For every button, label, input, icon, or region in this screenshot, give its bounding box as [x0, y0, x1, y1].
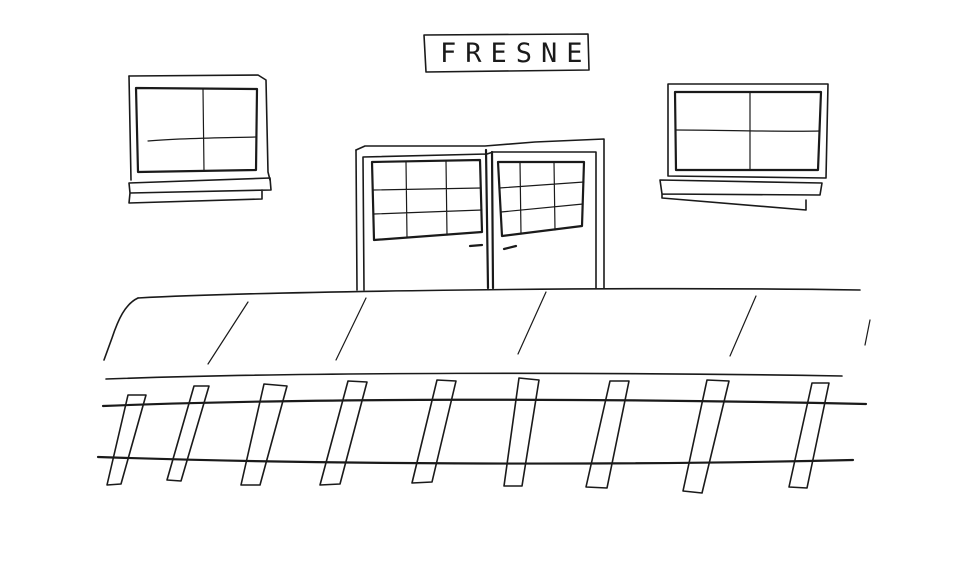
platform [103, 287, 871, 380]
left-window-pane-frame [134, 86, 259, 174]
right-window-pane-frame [673, 90, 823, 172]
sleeper [240, 383, 288, 486]
right-window [659, 83, 829, 211]
sleeper [682, 379, 730, 494]
door-inner-frame [362, 151, 597, 291]
platform-right-edge [864, 319, 871, 346]
station-sign: FRESNE [423, 33, 592, 73]
right-window-mullion-horizontal [675, 129, 821, 132]
rail-near [101, 398, 868, 408]
right-door-window [496, 160, 586, 238]
right-window-sill [659, 179, 823, 211]
track-sleepers [106, 377, 830, 494]
left-window [128, 74, 272, 204]
sleeper [166, 385, 210, 482]
left-window-mullion-vertical [202, 88, 205, 172]
sleeper [411, 379, 457, 484]
platform-left-curve [103, 297, 139, 361]
door-outer-frame [355, 138, 605, 289]
left-window-mullion-horizontal [147, 136, 257, 142]
sleeper [106, 394, 147, 486]
platform-front-edge [105, 372, 843, 380]
platform-slab-joints [207, 291, 757, 365]
sleeper [585, 380, 630, 489]
left-window-outer-frame [128, 74, 271, 181]
right-window-outer-frame [667, 83, 829, 179]
platform-top-edge [137, 287, 861, 299]
left-door-window [370, 158, 484, 242]
rail-far [96, 455, 855, 465]
left-door-handle-icon [468, 243, 484, 248]
sleeper [788, 382, 830, 489]
station-door [355, 138, 605, 291]
right-door-handle-icon [502, 244, 518, 251]
station-sign-name: FRESNE [440, 38, 592, 69]
sleeper [319, 380, 368, 486]
sleeper [503, 377, 540, 487]
door-center-split [484, 148, 495, 290]
left-window-sill [128, 177, 272, 204]
station-sign-frame [423, 33, 590, 73]
railway-track [96, 377, 868, 494]
